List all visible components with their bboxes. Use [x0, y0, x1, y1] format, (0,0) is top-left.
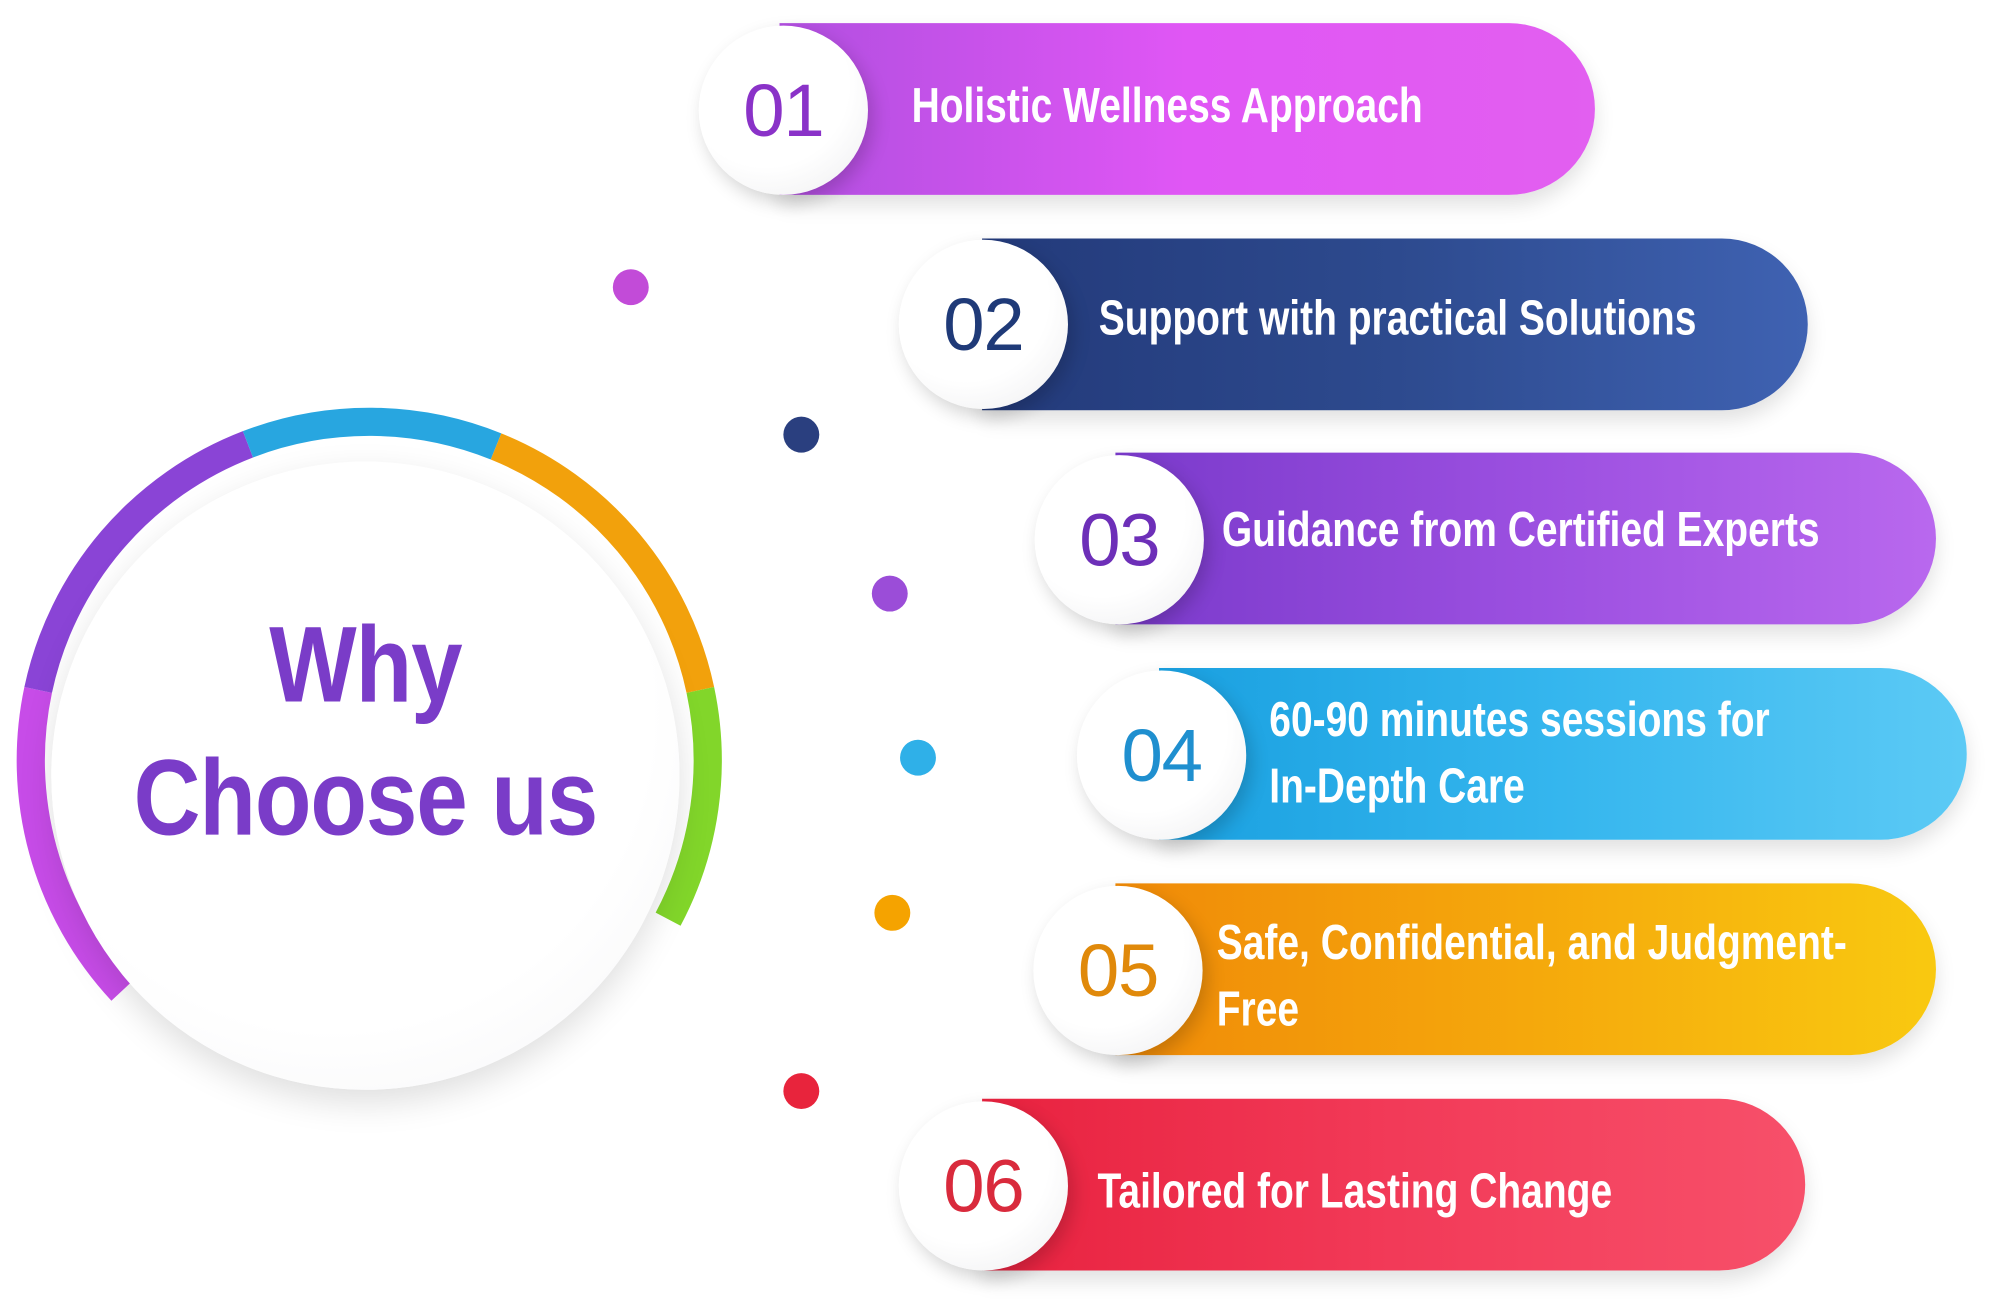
- item-4-label-line-2: In-Depth Care: [1269, 760, 1525, 815]
- ring-segment-4: [490, 433, 715, 693]
- hub-title-line-2: Choose us: [133, 737, 599, 858]
- item-4-number: 04: [1121, 713, 1202, 797]
- ring-segment-3: [242, 407, 502, 460]
- item-5-label-line-2: Free: [1216, 983, 1300, 1038]
- item-3-number: 03: [1079, 498, 1160, 582]
- item-3-pill: Guidance from Certified Experts: [1115, 452, 1936, 625]
- connector-dot-6: [783, 1073, 820, 1110]
- item-1-pill: Holistic Wellness Approach: [779, 23, 1595, 195]
- ring-segment-1: [16, 686, 133, 1001]
- item-6-label: Tailored for Lasting Change: [1097, 1165, 1613, 1220]
- connector-dot-2: [783, 416, 820, 453]
- item-5-pill: Safe, Confidential, and Judgment- Free: [1115, 883, 1936, 1056]
- item-6-number: 06: [943, 1144, 1024, 1228]
- item-5-label-line-1: Safe, Confidential, and Judgment-: [1216, 916, 1847, 971]
- item-6-number-badge: 06: [898, 1101, 1068, 1271]
- item-1-label: Holistic Wellness Approach: [911, 79, 1423, 134]
- item-2-number: 02: [943, 282, 1024, 367]
- connector-dot-5: [874, 894, 911, 931]
- ring-segment-5: [655, 686, 722, 926]
- item-5-number: 05: [1077, 928, 1159, 1013]
- item-1-number: 01: [743, 68, 824, 152]
- hub-circle: [51, 461, 680, 1090]
- item-4-label-line-1: 60-90 minutes sessions for: [1269, 693, 1770, 748]
- item-5-number-badge: 05: [1033, 885, 1203, 1056]
- item-2-number-badge: 02: [898, 239, 1068, 409]
- ring-segment-2: [24, 431, 254, 693]
- item-4-pill: 60-90 minutes sessions for In-Depth Care: [1159, 667, 1967, 840]
- item-2-pill: Support with practical Solutions: [982, 238, 1808, 411]
- hub-title-line-1: Why: [269, 603, 462, 725]
- item-4-number-badge: 04: [1076, 670, 1247, 840]
- connector-dot-3: [871, 575, 908, 612]
- item-3-label: Guidance from Certified Experts: [1221, 503, 1820, 558]
- connector-dot-1: [612, 269, 649, 306]
- item-2-label: Support with practical Solutions: [1098, 292, 1697, 347]
- item-6-pill: Tailored for Lasting Change: [982, 1098, 1806, 1271]
- connector-dot-4: [900, 739, 936, 776]
- item-1-number-badge: 01: [698, 25, 868, 195]
- item-3-number-badge: 03: [1034, 455, 1204, 625]
